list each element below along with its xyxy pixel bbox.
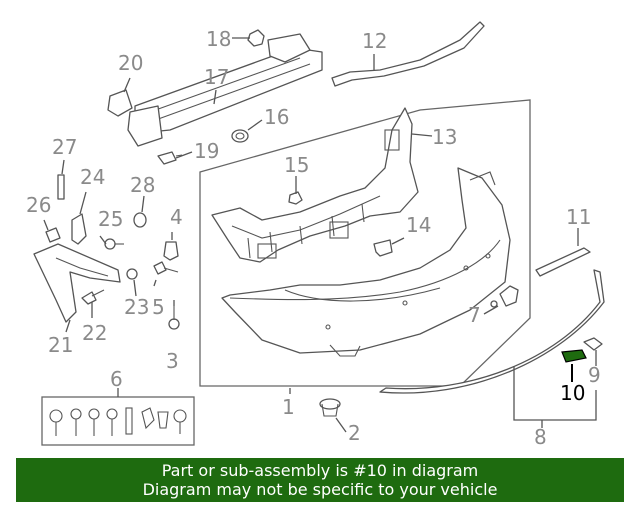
highlighted-part-10 bbox=[561, 349, 587, 363]
callout-20: 20 bbox=[118, 51, 143, 75]
clip-9 bbox=[583, 337, 603, 351]
molding-11 bbox=[535, 247, 591, 277]
banner-line-2: Diagram may not be specific to your vehi… bbox=[142, 480, 498, 499]
cap-20 bbox=[107, 89, 133, 117]
bracket-14 bbox=[373, 239, 393, 257]
nut-28 bbox=[133, 212, 147, 228]
callout-3: 3 bbox=[166, 349, 179, 373]
callout-27: 27 bbox=[52, 135, 77, 159]
screw-22 bbox=[81, 289, 105, 305]
callout-17: 17 bbox=[204, 65, 229, 89]
callout-25: 25 bbox=[98, 207, 123, 231]
callout-16: 16 bbox=[264, 105, 289, 129]
callout-12: 12 bbox=[362, 29, 387, 53]
bolt-19 bbox=[157, 151, 183, 165]
reinforcement-beam bbox=[127, 33, 323, 147]
info-banner: Part or sub-assembly is #10 in diagram D… bbox=[16, 458, 624, 502]
callout-13: 13 bbox=[432, 125, 457, 149]
bracket-24 bbox=[71, 213, 87, 245]
bumper-assembly-box bbox=[199, 99, 531, 387]
banner-line-1: Part or sub-assembly is #10 in diagram bbox=[161, 461, 479, 480]
clip-15 bbox=[288, 191, 303, 205]
callout-22: 22 bbox=[82, 321, 107, 345]
callout-24: 24 bbox=[80, 165, 105, 189]
trim-strip-8 bbox=[379, 269, 605, 394]
screw-3 bbox=[168, 306, 180, 330]
fastener-26 bbox=[45, 227, 61, 243]
callout-26: 26 bbox=[26, 193, 51, 217]
callout-11: 11 bbox=[566, 205, 591, 229]
parts-diagram: 1 2 3 4 5 6 7 8 9 10 11 12 13 14 15 16 1… bbox=[26, 21, 605, 449]
callout-7: 7 bbox=[468, 303, 481, 327]
callout-19: 19 bbox=[194, 139, 219, 163]
fastener-kit-6 bbox=[41, 396, 195, 446]
callout-18: 18 bbox=[206, 27, 231, 51]
callout-1: 1 bbox=[282, 395, 295, 419]
clip-4 bbox=[163, 241, 179, 261]
callout-8: 8 bbox=[534, 425, 547, 449]
callout-23: 23 bbox=[124, 295, 149, 319]
strip-12 bbox=[331, 21, 485, 87]
callout-2: 2 bbox=[348, 421, 361, 445]
fastener-27 bbox=[57, 174, 65, 200]
callout-4: 4 bbox=[170, 205, 183, 229]
callout-28: 28 bbox=[130, 173, 155, 197]
callout-6: 6 bbox=[110, 367, 123, 391]
bumper-cover bbox=[221, 167, 511, 357]
grommet-2 bbox=[319, 398, 341, 417]
screw-25 bbox=[104, 238, 124, 250]
callout-21: 21 bbox=[48, 333, 73, 357]
callout-5: 5 bbox=[152, 295, 165, 319]
callout-15: 15 bbox=[284, 153, 309, 177]
grommet-16 bbox=[231, 129, 249, 143]
clip-23 bbox=[126, 268, 138, 280]
callout-10: 10 bbox=[560, 381, 585, 405]
side-bracket-21 bbox=[33, 243, 121, 323]
sensor-bracket-7 bbox=[490, 285, 519, 308]
nut-18 bbox=[247, 29, 265, 47]
callout-14: 14 bbox=[406, 213, 431, 237]
callout-9: 9 bbox=[588, 363, 601, 387]
bolt-5 bbox=[153, 261, 179, 275]
energy-absorber bbox=[211, 107, 419, 263]
